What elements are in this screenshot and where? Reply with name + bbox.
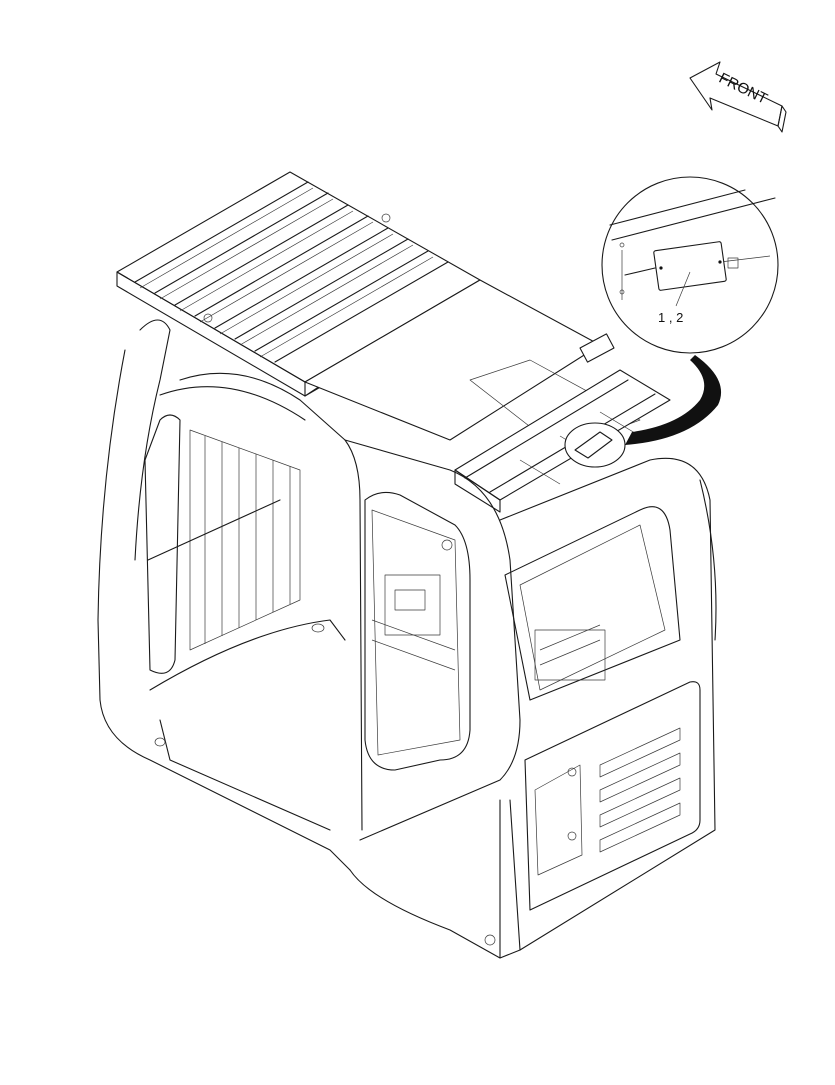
detail-leader-arrow: [625, 355, 722, 445]
right-window: [504, 506, 681, 701]
label-plate-location: [564, 422, 626, 468]
detail-magnifier: 1 , 2: [601, 176, 779, 354]
cab-floor: [149, 619, 346, 831]
left-window-guard: [144, 414, 301, 674]
label-plate: [653, 241, 727, 291]
cab-body: [97, 319, 717, 959]
part-callout-label: 1 , 2: [658, 310, 683, 325]
roof-guard: [116, 171, 481, 397]
front-door-frame: [364, 491, 471, 771]
rear-lower-panel: [484, 681, 701, 946]
front-arrow-icon: FRONT: [689, 61, 787, 133]
